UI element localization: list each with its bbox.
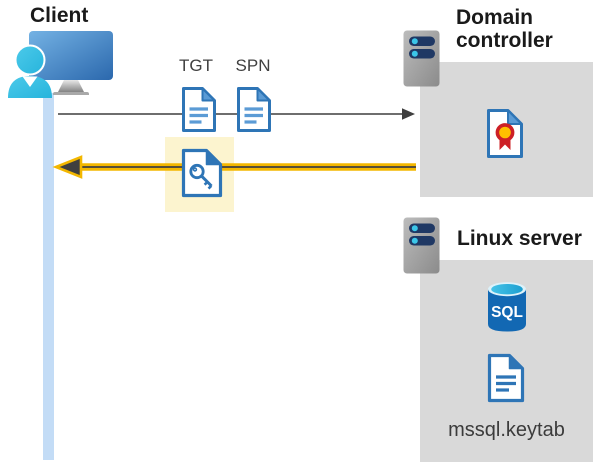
request-arrowhead-icon xyxy=(402,108,415,120)
client-lifeline xyxy=(43,93,54,460)
tgt-document-icon xyxy=(182,87,216,132)
keytab-filename-label: mssql.keytab xyxy=(448,419,565,441)
sql-database-icon: SQL xyxy=(488,282,526,332)
ribbon-seal-icon xyxy=(495,123,515,150)
linux-server-icon xyxy=(403,217,440,274)
response-arrowhead-icon xyxy=(52,155,83,179)
key-ticket-icon xyxy=(181,148,223,198)
monitor-icon xyxy=(29,31,113,95)
key-icon xyxy=(189,163,213,190)
request-arrow xyxy=(58,108,415,120)
tgt-label: TGT xyxy=(179,56,213,75)
domain-controller-label: Domain controller xyxy=(456,6,553,52)
sql-label: SQL xyxy=(491,304,523,321)
linux-server-label: Linux server xyxy=(457,227,582,250)
person-icon xyxy=(8,44,52,98)
client-computer-icon xyxy=(8,31,113,98)
certificate-icon xyxy=(487,109,523,158)
domain-controller-server-icon xyxy=(403,30,440,87)
keytab-document-icon xyxy=(487,353,525,403)
spn-document-icon xyxy=(237,87,271,132)
client-label: Client xyxy=(30,4,89,27)
response-arrow xyxy=(52,155,416,179)
spn-label: SPN xyxy=(235,56,271,75)
